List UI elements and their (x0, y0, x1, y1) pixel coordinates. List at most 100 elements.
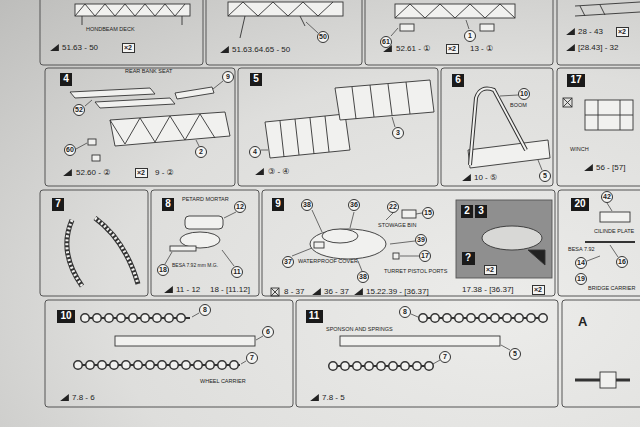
deck-part (75, 4, 190, 16)
road-wheels (78, 360, 240, 370)
node-text: 15 (424, 209, 432, 216)
quantity-box: ×2 (532, 285, 545, 295)
track-link (95, 218, 138, 284)
cement-icon (50, 44, 59, 51)
cement-icon (566, 44, 575, 51)
node-text: 17 (421, 252, 429, 259)
step-number: 5 (250, 73, 262, 86)
node-text: 38 (359, 273, 367, 280)
small-part (314, 242, 324, 248)
rail-part (340, 336, 500, 346)
step-number: 6 (452, 74, 464, 87)
callout-number: 60 (64, 144, 76, 156)
deck-part (395, 4, 515, 18)
leader-line (165, 212, 236, 266)
seat-bar (175, 87, 214, 99)
assembly-code: 11 - 12 (176, 286, 200, 294)
part-name: SPONSON AND SPRINGS (326, 327, 393, 333)
ladder-rungs (352, 82, 410, 119)
small-part (88, 139, 96, 145)
ladder-frame (265, 114, 350, 158)
part-name: HONDBEAM DECK (86, 27, 135, 33)
node-text: 14 (577, 259, 585, 266)
node-text: 9 (275, 199, 281, 210)
node-text: 7 (55, 199, 61, 210)
turret-part (310, 229, 386, 259)
stowage-part (402, 210, 416, 218)
callout-number: 3 (392, 127, 404, 139)
callout-number: 5 (539, 170, 551, 182)
node-text: 16 (618, 258, 626, 265)
winch-part (585, 100, 633, 130)
truss-lines (75, 4, 185, 16)
seat-bar (70, 88, 155, 98)
road-wheels (333, 363, 430, 370)
assembly-code: 52.60 - ② (76, 169, 110, 177)
mortar-part (185, 216, 223, 229)
assembly-code: 8 - 37 (284, 288, 304, 296)
callout-number: 11 (231, 266, 243, 278)
node-text: 7 (443, 353, 447, 360)
assembly-code: 13 - ① (470, 45, 493, 53)
node-text: 52 (75, 106, 83, 113)
part-name: PETARD MORTAR (182, 197, 229, 203)
small-part (480, 24, 494, 31)
callout-number: 16 (616, 256, 628, 268)
node-text: 8 (203, 306, 207, 313)
part-name: REAR BANK SEAT (125, 69, 172, 75)
small-part (92, 155, 100, 161)
callout-number: 52 (73, 104, 85, 116)
step-number: 20 (571, 198, 589, 211)
part-name: BESA 7.92 mm M.G. (172, 263, 218, 268)
callout-number: 2 (195, 146, 207, 158)
node-text: 9 (226, 73, 230, 80)
x-symbol (271, 288, 279, 296)
panel-frame (45, 68, 235, 186)
part-name: BESA 7.92 (568, 247, 595, 253)
assembly-code: [28.43] - 32 (578, 44, 618, 52)
road-wheels (333, 361, 430, 371)
callout-number: 7 (439, 351, 451, 363)
node-text: 20 (574, 199, 585, 210)
panel-frame (296, 300, 558, 407)
node-text: 3 (396, 129, 400, 136)
leader-line (76, 81, 223, 149)
wheel-bar (82, 317, 190, 319)
callout-number: 38 (301, 199, 313, 211)
panel-frame (238, 68, 438, 186)
node-text: 5 (543, 172, 547, 179)
road-wheels (423, 313, 545, 323)
node-text: ? (465, 253, 471, 264)
road-wheels (85, 313, 190, 323)
callout-number: 19 (575, 273, 587, 285)
node-text: 6 (266, 328, 270, 335)
truss-lines (110, 114, 215, 144)
assembly-code: 36 - 37 (324, 288, 349, 296)
panel-frame (562, 300, 640, 407)
node-text: 36 (350, 201, 358, 208)
node-text: 50 (319, 33, 327, 40)
cement-icon (462, 174, 471, 181)
callout-number: 17 (419, 250, 431, 262)
node-text: 1 (468, 32, 472, 39)
truss-lines (228, 2, 333, 16)
x-symbol (271, 288, 279, 296)
step-number: 7 (52, 198, 64, 211)
callout-number: 36 (348, 199, 360, 211)
quantity-box: ×2 (122, 43, 135, 53)
assembly-code: 51.63.64.65 - 50 (232, 46, 290, 54)
quantity-box: ×2 (135, 168, 148, 178)
node-text: 11 (309, 311, 320, 322)
frame-part (575, 2, 640, 16)
panel-frame (151, 190, 259, 296)
callout-number: 5 (509, 348, 521, 360)
callout-number: 22 (387, 201, 399, 213)
leader-line (192, 313, 263, 364)
track-link (67, 220, 82, 286)
step-number: 17 (567, 74, 585, 87)
road-wheels (423, 315, 545, 322)
cement-icon (220, 46, 229, 53)
node-text: 18 (159, 266, 167, 273)
assembly-code: 7.8 - 6 (72, 394, 95, 402)
